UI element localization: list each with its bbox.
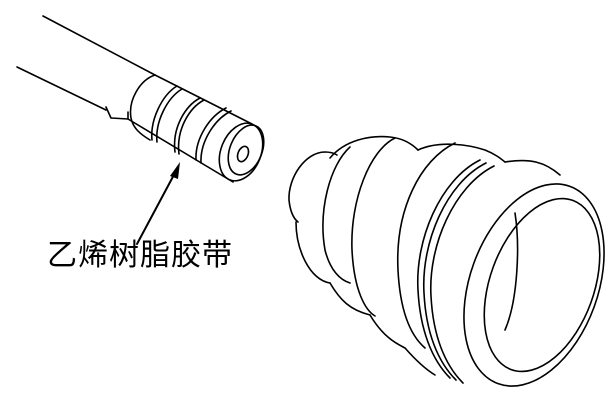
shaft xyxy=(16,15,265,183)
cv-boot xyxy=(288,135,605,387)
leader-arrow xyxy=(136,162,180,245)
vinyl-tape-label: 乙烯树脂胶带 xyxy=(47,238,233,273)
